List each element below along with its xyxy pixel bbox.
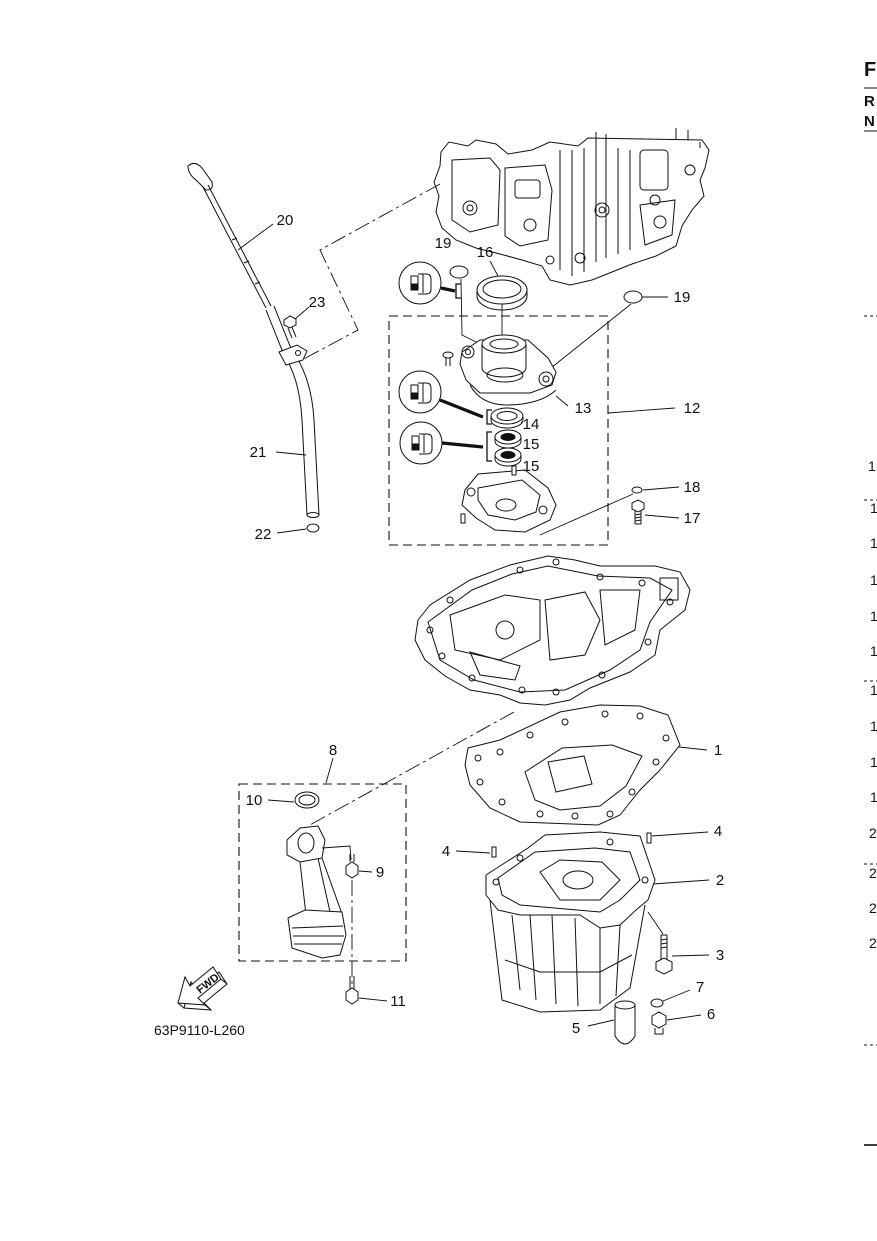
callout-8: 8 (329, 742, 337, 759)
callout-7: 7 (696, 979, 704, 996)
relation-line (647, 911, 664, 935)
relation-line (539, 493, 634, 536)
assembly-box-strainer (238, 783, 407, 962)
relation-line (540, 303, 632, 377)
edge-mark: 1 (868, 458, 876, 474)
edge-header-n: N (864, 113, 875, 130)
washer (631, 486, 643, 494)
dowel-pin-left (491, 846, 497, 858)
callout-22: 22 (255, 526, 272, 543)
oil-level-gauge-guide (265, 305, 320, 518)
callout-18: 18 (684, 479, 701, 496)
drain-guide (614, 1000, 636, 1045)
guide-o-ring (306, 523, 320, 533)
lower-seal-housing (460, 465, 557, 533)
exhaust-guide-outline (414, 555, 691, 706)
relation-line-strainer (307, 711, 515, 827)
edge-mark: 1 (870, 789, 877, 805)
callout-6: 6 (707, 1006, 715, 1023)
callout-15-upper: 15 (523, 436, 540, 453)
sealant-pointer (439, 398, 484, 419)
grease-pointer (441, 441, 484, 449)
gasket (464, 704, 681, 826)
drain-plug-gasket (650, 998, 664, 1008)
edge-mark: 1 (870, 643, 877, 659)
oil-seal-housing (459, 334, 557, 406)
edge-mark: 1 (870, 682, 877, 698)
edge-mark: 1 (870, 718, 877, 734)
o-ring-left (449, 265, 469, 279)
grease-symbol-icon (399, 421, 443, 465)
callout-23: 23 (309, 294, 326, 311)
fwd-arrow-icon: FWD (177, 966, 228, 1011)
drain-plug (651, 1011, 667, 1035)
sealant-pointer (440, 286, 456, 293)
callout-11: 11 (390, 993, 406, 1010)
sealant-symbol-icon (398, 370, 442, 414)
callout-14: 14 (523, 416, 540, 433)
callout-19-right: 19 (674, 289, 691, 306)
edge-header-f: F (864, 59, 876, 81)
callout-16: 16 (477, 244, 494, 261)
callout-19-left: 19 (435, 235, 452, 252)
callout-3: 3 (716, 947, 724, 964)
strainer-bolt (345, 854, 359, 879)
relation-line (321, 845, 352, 861)
figure-code: 63P9110-L260 (154, 1022, 245, 1038)
callout-12: 12 (684, 400, 701, 417)
edge-mark: 2 (869, 865, 877, 881)
dowel-pin-right (646, 832, 652, 844)
strainer-bolt-lower (345, 976, 359, 1005)
leader-lines (237, 223, 710, 1027)
power-unit-outline (433, 128, 710, 286)
callout-15-lower: 15 (523, 458, 540, 475)
bracket-mark (486, 409, 492, 425)
edge-header-r: R (864, 93, 875, 110)
callout-4-right: 4 (714, 823, 722, 840)
pan-bolt (655, 934, 673, 975)
oil-pan (485, 831, 656, 1013)
strainer-o-ring (294, 791, 320, 809)
sealant-symbol-icon (398, 261, 442, 305)
bolt (631, 499, 645, 525)
callout-17: 17 (684, 510, 701, 527)
edge-mark: 1 (870, 535, 877, 551)
relation-line-guide (297, 183, 441, 363)
guide-bolt (283, 315, 297, 339)
bracket-mark (455, 283, 461, 299)
adjacent-page-edge: F R N 1 1 1 1 1 1 1 1 1 1 2 2 2 2 (864, 59, 877, 1146)
edge-mark: 1 (870, 572, 877, 588)
callout-21: 21 (250, 444, 267, 461)
callout-9: 9 (376, 864, 384, 881)
callout-10: 10 (246, 792, 263, 809)
callout-2: 2 (716, 872, 724, 889)
edge-mark: 1 (870, 608, 877, 624)
housing-screw (442, 351, 454, 366)
edge-mark: 1 (870, 500, 877, 516)
edge-mark: 2 (869, 900, 877, 916)
callout-20: 20 (277, 212, 294, 229)
oil-level-gauge (187, 162, 272, 309)
oil-strainer (286, 825, 347, 959)
bracket-mark (486, 431, 492, 462)
callout-1: 1 (714, 742, 722, 759)
edge-mark: 2 (869, 935, 877, 951)
callout-4-left: 4 (442, 843, 450, 860)
edge-mark: 1 (870, 754, 877, 770)
callout-13: 13 (575, 400, 592, 417)
oil-seal-lower (494, 447, 522, 467)
callout-5: 5 (572, 1020, 580, 1037)
edge-mark: 2 (869, 825, 877, 841)
